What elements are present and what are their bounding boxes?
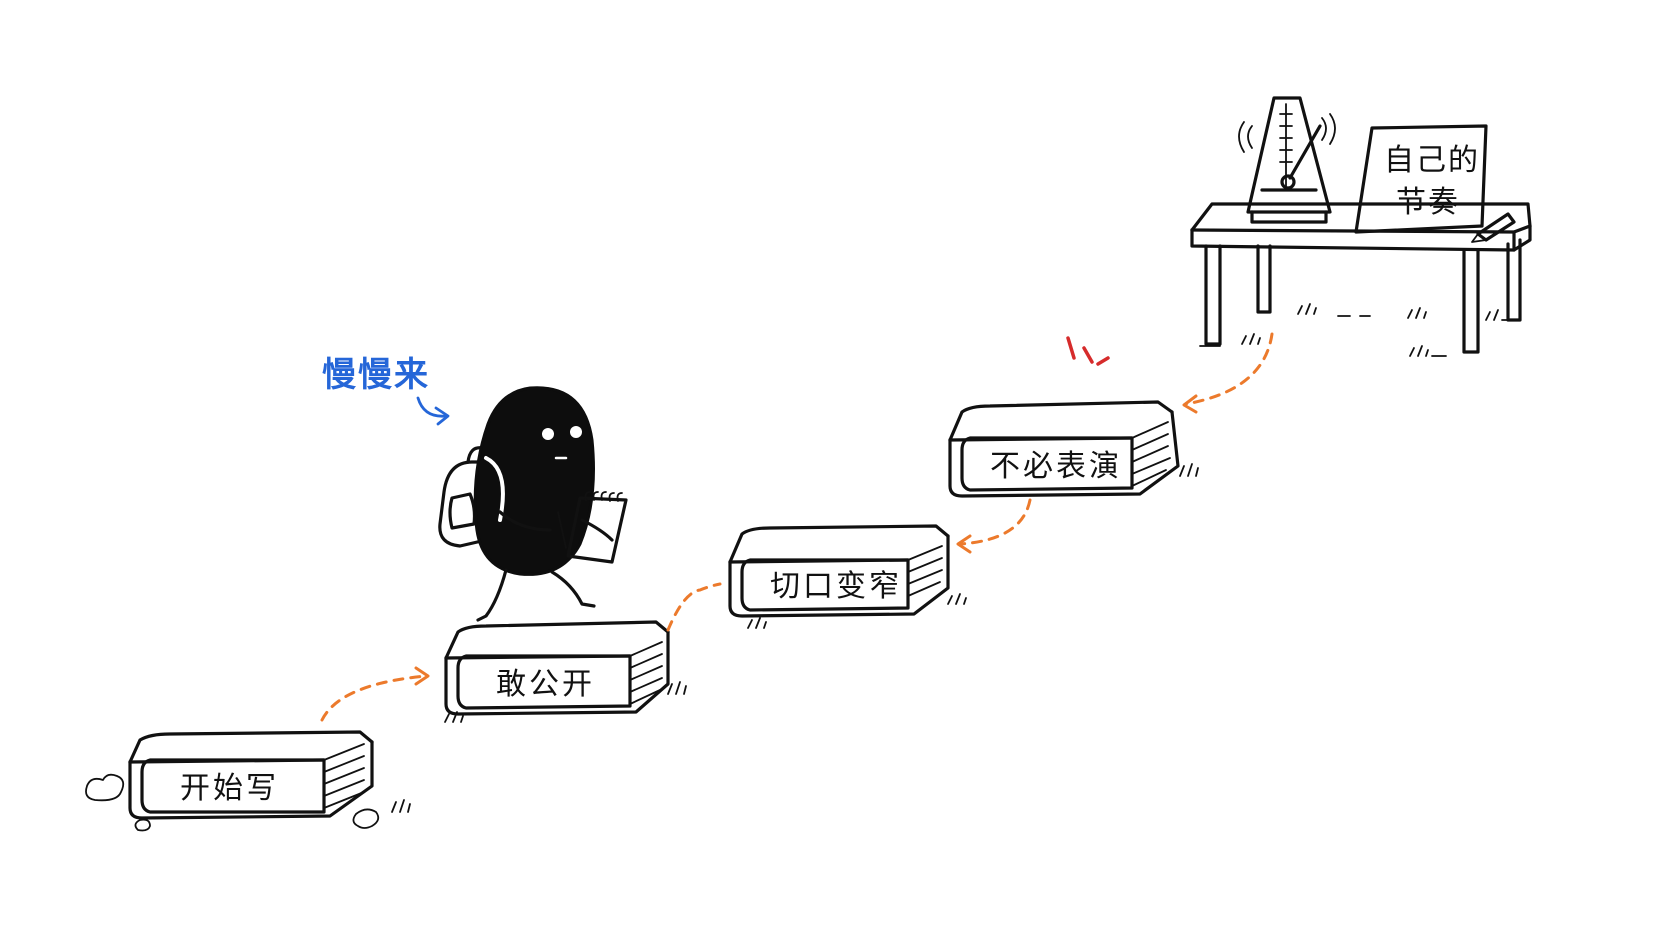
goal-line-1: 自己的 bbox=[1384, 143, 1480, 178]
step-book-1: 开始写 bbox=[128, 730, 374, 820]
annotation-text: 慢慢来 bbox=[322, 355, 430, 395]
path-arrows bbox=[320, 332, 1274, 722]
step-book-3: 切口变窄 bbox=[728, 524, 950, 618]
metronome-icon bbox=[1238, 96, 1336, 224]
table bbox=[1190, 202, 1532, 354]
notepad-icon bbox=[557, 491, 628, 564]
bean-hiker-icon bbox=[438, 386, 614, 622]
step-book-4: 不必表演 bbox=[948, 400, 1180, 498]
step-label-4: 不必表演 bbox=[990, 449, 1122, 484]
step-label-2: 敢公开 bbox=[496, 667, 595, 702]
slow-annotation: 慢慢来 bbox=[322, 355, 450, 426]
step-label-3: 切口变窄 bbox=[770, 569, 902, 604]
goal-note: 自己的 节奏 bbox=[1354, 124, 1488, 234]
pencil-icon bbox=[1471, 212, 1516, 243]
alert-marks bbox=[1066, 336, 1110, 366]
goal-line-2: 节奏 bbox=[1396, 185, 1460, 220]
step-label-1: 开始写 bbox=[180, 771, 279, 806]
ground-details bbox=[85, 303, 1519, 832]
step-book-2: 敢公开 bbox=[444, 620, 670, 716]
